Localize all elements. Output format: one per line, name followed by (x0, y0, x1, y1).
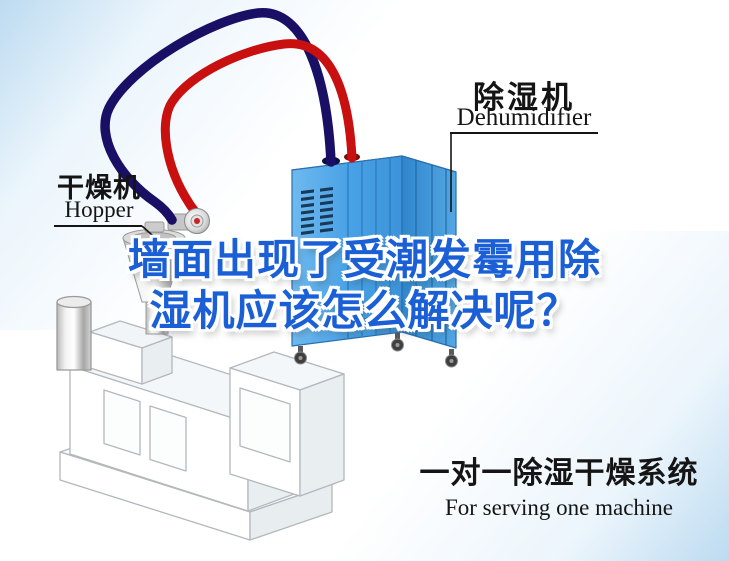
footer-caption-en: For serving one machine (444, 495, 674, 520)
footer-caption: 一对一除湿干燥系统 For serving one machine (409, 448, 709, 521)
label-leader-lines (54, 132, 598, 244)
hopper-lid (144, 221, 165, 233)
extruder-column-top (56, 295, 92, 309)
hopper-leader (141, 225, 162, 244)
vent-grille (301, 186, 333, 235)
extruder-machine (56, 295, 345, 541)
headline: 墙面出现了受潮发霉用除 湿机应该怎么解决呢？ (0, 234, 729, 336)
dehumidifier-label-cn: 除湿机 (473, 80, 575, 116)
headline-line1: 墙面出现了受潮发霉用除 (127, 235, 601, 284)
extruder-cabinet-side (299, 373, 345, 497)
headline-line2: 湿机应该怎么解决呢？ (149, 286, 580, 335)
extruder-cabinet-panel (239, 387, 291, 463)
front-louvers (291, 157, 403, 339)
footer-caption-cn: 一对一除湿干燥系统 (419, 456, 699, 491)
extruder-panel (149, 405, 187, 472)
side-panel-seams (415, 160, 447, 345)
hopper-label-en: Hopper (64, 197, 134, 222)
red-hose (160, 39, 357, 219)
dehumidifier-unit (291, 153, 458, 368)
extruder-gearbox-side (141, 336, 173, 385)
dehumidifier-label-en: Dehumidifier (456, 104, 592, 131)
fan-motor-icon (184, 208, 210, 234)
door-handle (420, 239, 427, 261)
caster-wheels (294, 333, 458, 368)
extruder-panel (103, 389, 141, 456)
hopper-label-cn: 干燥机 (57, 173, 141, 204)
hopper-funnel (122, 213, 191, 335)
